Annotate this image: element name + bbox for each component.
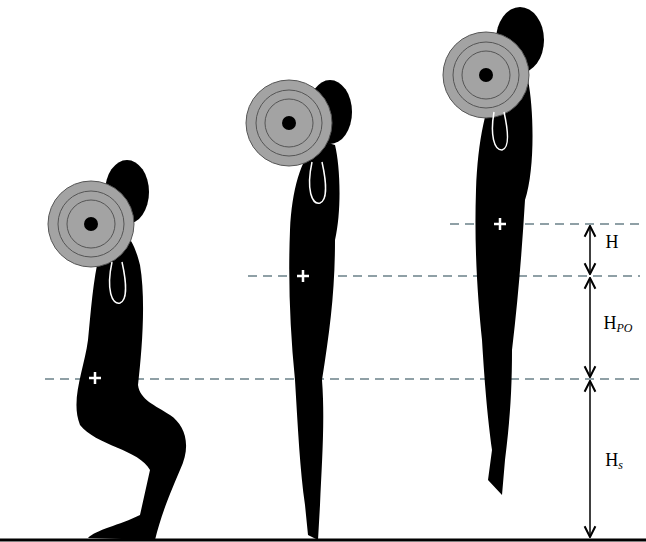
dimension-label: Hs xyxy=(603,451,625,472)
ground-line xyxy=(0,539,646,542)
pushoff-figure xyxy=(246,80,352,540)
dimension-label: H xyxy=(604,233,621,253)
dimension-label: HPO xyxy=(602,314,635,335)
squat-figure xyxy=(48,160,186,540)
flight-figure xyxy=(443,7,544,495)
dimension-arrows xyxy=(589,226,591,537)
